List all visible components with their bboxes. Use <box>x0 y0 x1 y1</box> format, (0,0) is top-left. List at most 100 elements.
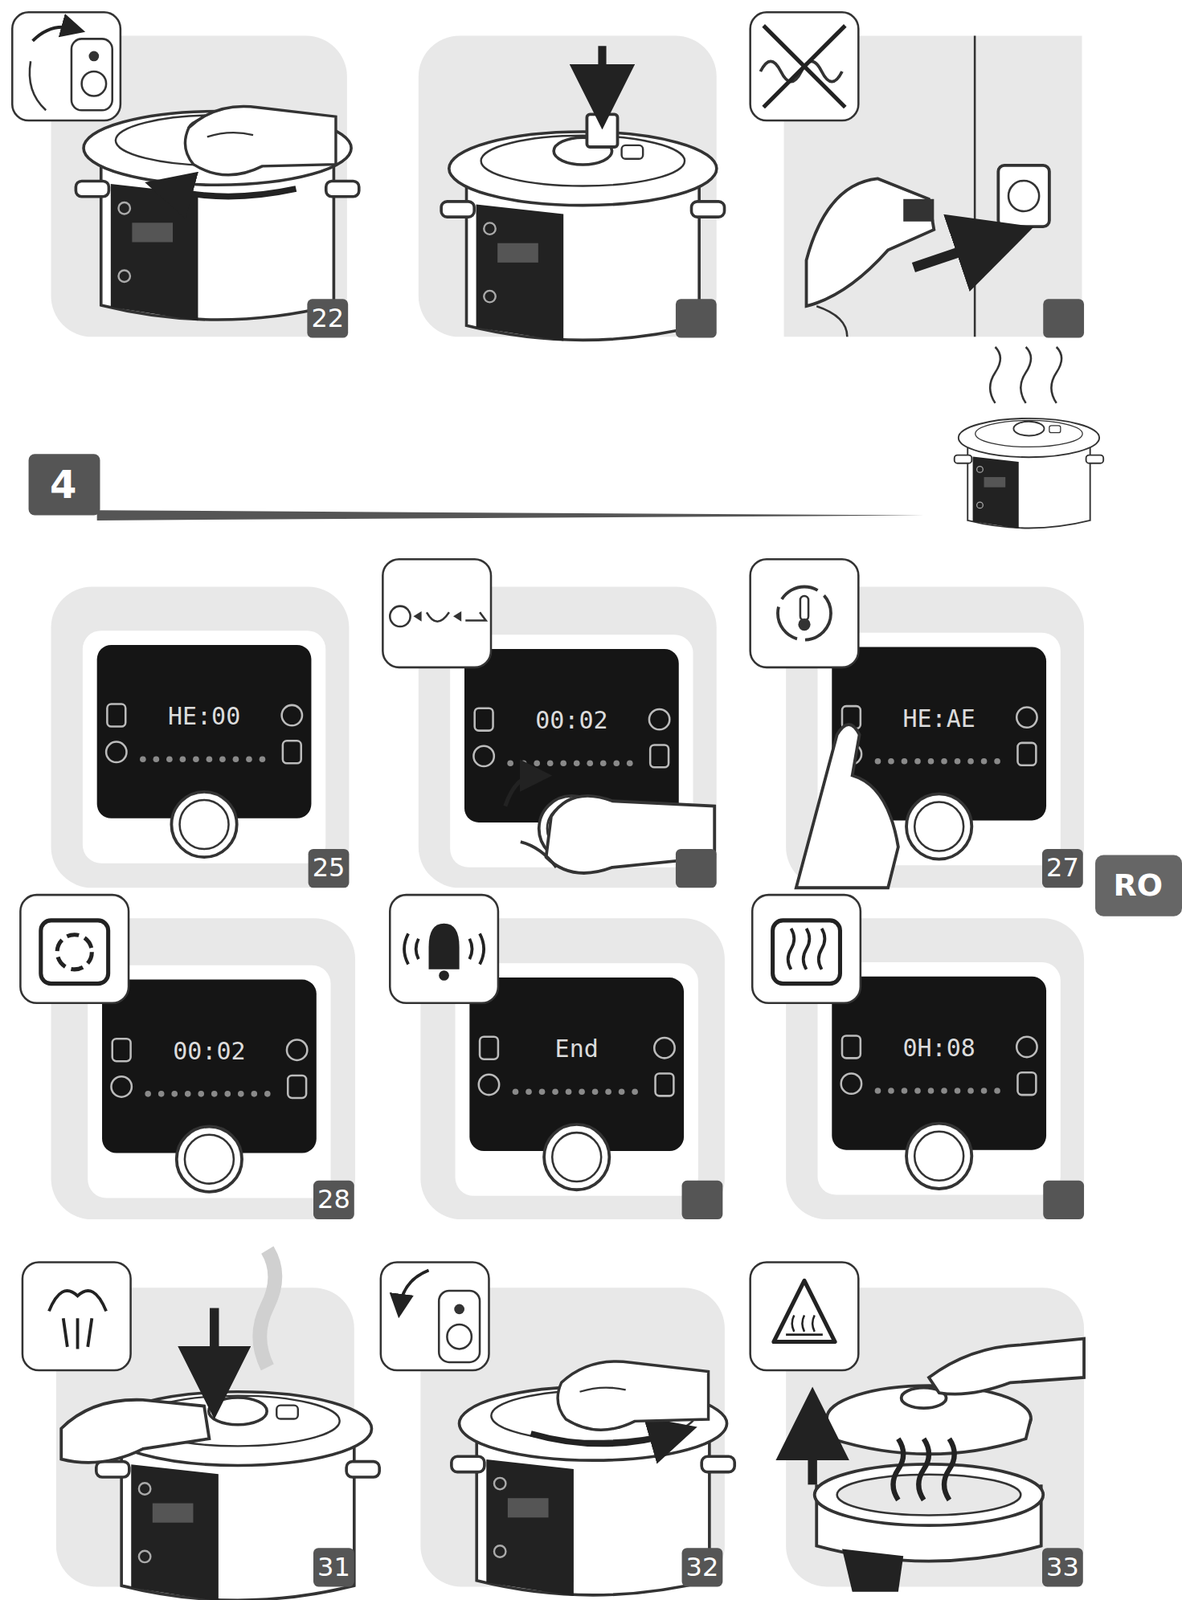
callout-number: 25 <box>312 854 346 883</box>
lift-lid-figure <box>792 1315 815 1332</box>
callout-badge <box>306 298 348 338</box>
lift-lid-figure <box>928 1339 1084 1395</box>
plug-figure <box>750 12 859 121</box>
language-code: RO <box>1113 869 1164 904</box>
display-figure <box>382 559 491 668</box>
open-lid-figure <box>380 1262 735 1597</box>
open-lid-figure <box>446 1325 471 1350</box>
display-figure <box>426 612 450 622</box>
close-lid-figure <box>12 12 121 121</box>
callout-badge <box>675 849 717 888</box>
release-steam-figure <box>61 1400 209 1464</box>
display-figure <box>465 612 486 621</box>
display-figure <box>82 630 326 864</box>
display-readout: 00:02 <box>172 1038 246 1065</box>
valve-figure <box>441 45 724 341</box>
display-figure <box>389 895 499 1004</box>
close-lid-figure <box>12 12 360 321</box>
plug-figure <box>913 240 996 268</box>
display-figure <box>797 618 810 631</box>
callout-badge <box>675 298 717 338</box>
open-lid-figure <box>380 1262 490 1371</box>
plug-figure <box>1008 180 1039 212</box>
section-header <box>1051 347 1062 404</box>
panel-ground <box>51 587 350 889</box>
open-lid-figure <box>400 1271 430 1307</box>
display-readout: HE:00 <box>167 703 241 730</box>
section-number: 4 <box>49 463 77 507</box>
plug-figure <box>997 165 1050 227</box>
display-readout: 0H:08 <box>903 1034 976 1062</box>
valve-figure <box>597 45 606 98</box>
display-figure <box>788 928 826 970</box>
lift-lid-figure <box>807 1423 817 1485</box>
lift-lid-figure <box>773 1280 835 1342</box>
lift-lid-figure <box>750 1262 1084 1592</box>
display-figure <box>429 924 460 970</box>
display-figure <box>87 965 331 1199</box>
callout-badge <box>308 849 350 888</box>
display-figure <box>773 920 841 985</box>
release-steam-figure <box>259 1250 275 1368</box>
lift-lid-figure <box>785 1333 823 1337</box>
lift-lid-figure <box>893 1439 955 1501</box>
release-steam-figure <box>209 1308 219 1384</box>
release-steam-figure <box>22 1250 380 1600</box>
callout-number: 27 <box>1046 854 1080 883</box>
lift-lid-figure <box>842 1549 904 1592</box>
callout-badge <box>313 1548 355 1587</box>
section-header <box>989 347 1001 404</box>
close-lid-figure <box>29 61 46 111</box>
lift-lid-figure <box>750 1262 859 1371</box>
section-header <box>28 347 1105 529</box>
section-header <box>97 510 925 521</box>
close-lid-figure <box>89 51 100 62</box>
open-lid-figure <box>557 1361 708 1431</box>
lift-lid-figure <box>814 1464 1044 1526</box>
plug-figure <box>763 25 846 108</box>
display-figure <box>520 842 557 868</box>
display-figure <box>82 559 1061 888</box>
close-lid-figure <box>81 71 107 96</box>
callout-number: 28 <box>317 1186 351 1215</box>
plug-figure <box>806 178 935 307</box>
lift-lid-figure <box>837 1475 1022 1517</box>
valve-figure <box>586 114 618 148</box>
plug-figure <box>903 199 934 222</box>
language-tab <box>1095 855 1182 917</box>
section-header <box>1020 347 1031 404</box>
callout-badge <box>682 1548 724 1587</box>
display-figure <box>752 895 861 1004</box>
display-figure <box>505 776 536 807</box>
callout-badge <box>313 1181 355 1220</box>
plug-figure <box>973 36 977 338</box>
display-figure <box>800 596 809 621</box>
section-header <box>954 418 1104 529</box>
close-lid-figure <box>168 188 297 197</box>
display-readout: HE:AE <box>903 705 976 733</box>
display-figure <box>404 933 484 965</box>
display-readout: End <box>555 1035 599 1063</box>
release-steam-figure <box>22 1262 131 1371</box>
callout-number: 31 <box>317 1554 351 1583</box>
close-lid-figure <box>71 38 113 111</box>
callout-badge <box>1042 849 1084 888</box>
display-figure <box>20 895 1060 1199</box>
callout-number: 33 <box>1046 1554 1080 1583</box>
section-header <box>28 453 101 516</box>
callout-badge <box>306 298 1084 1587</box>
callout-badge <box>1042 1548 1084 1587</box>
panel-ground <box>51 36 1085 1588</box>
open-lid-figure <box>531 1434 675 1445</box>
callout-number: 32 <box>686 1554 720 1583</box>
plug-figure <box>816 306 847 337</box>
close-lid-figure <box>32 27 74 41</box>
plug-figure <box>750 12 1050 337</box>
display-figure <box>453 611 462 622</box>
display-figure <box>57 935 92 970</box>
display-readout: 00:02 <box>535 707 608 734</box>
open-lid-figure <box>453 1304 465 1316</box>
display-figure <box>438 970 450 982</box>
display-figure <box>389 606 410 627</box>
